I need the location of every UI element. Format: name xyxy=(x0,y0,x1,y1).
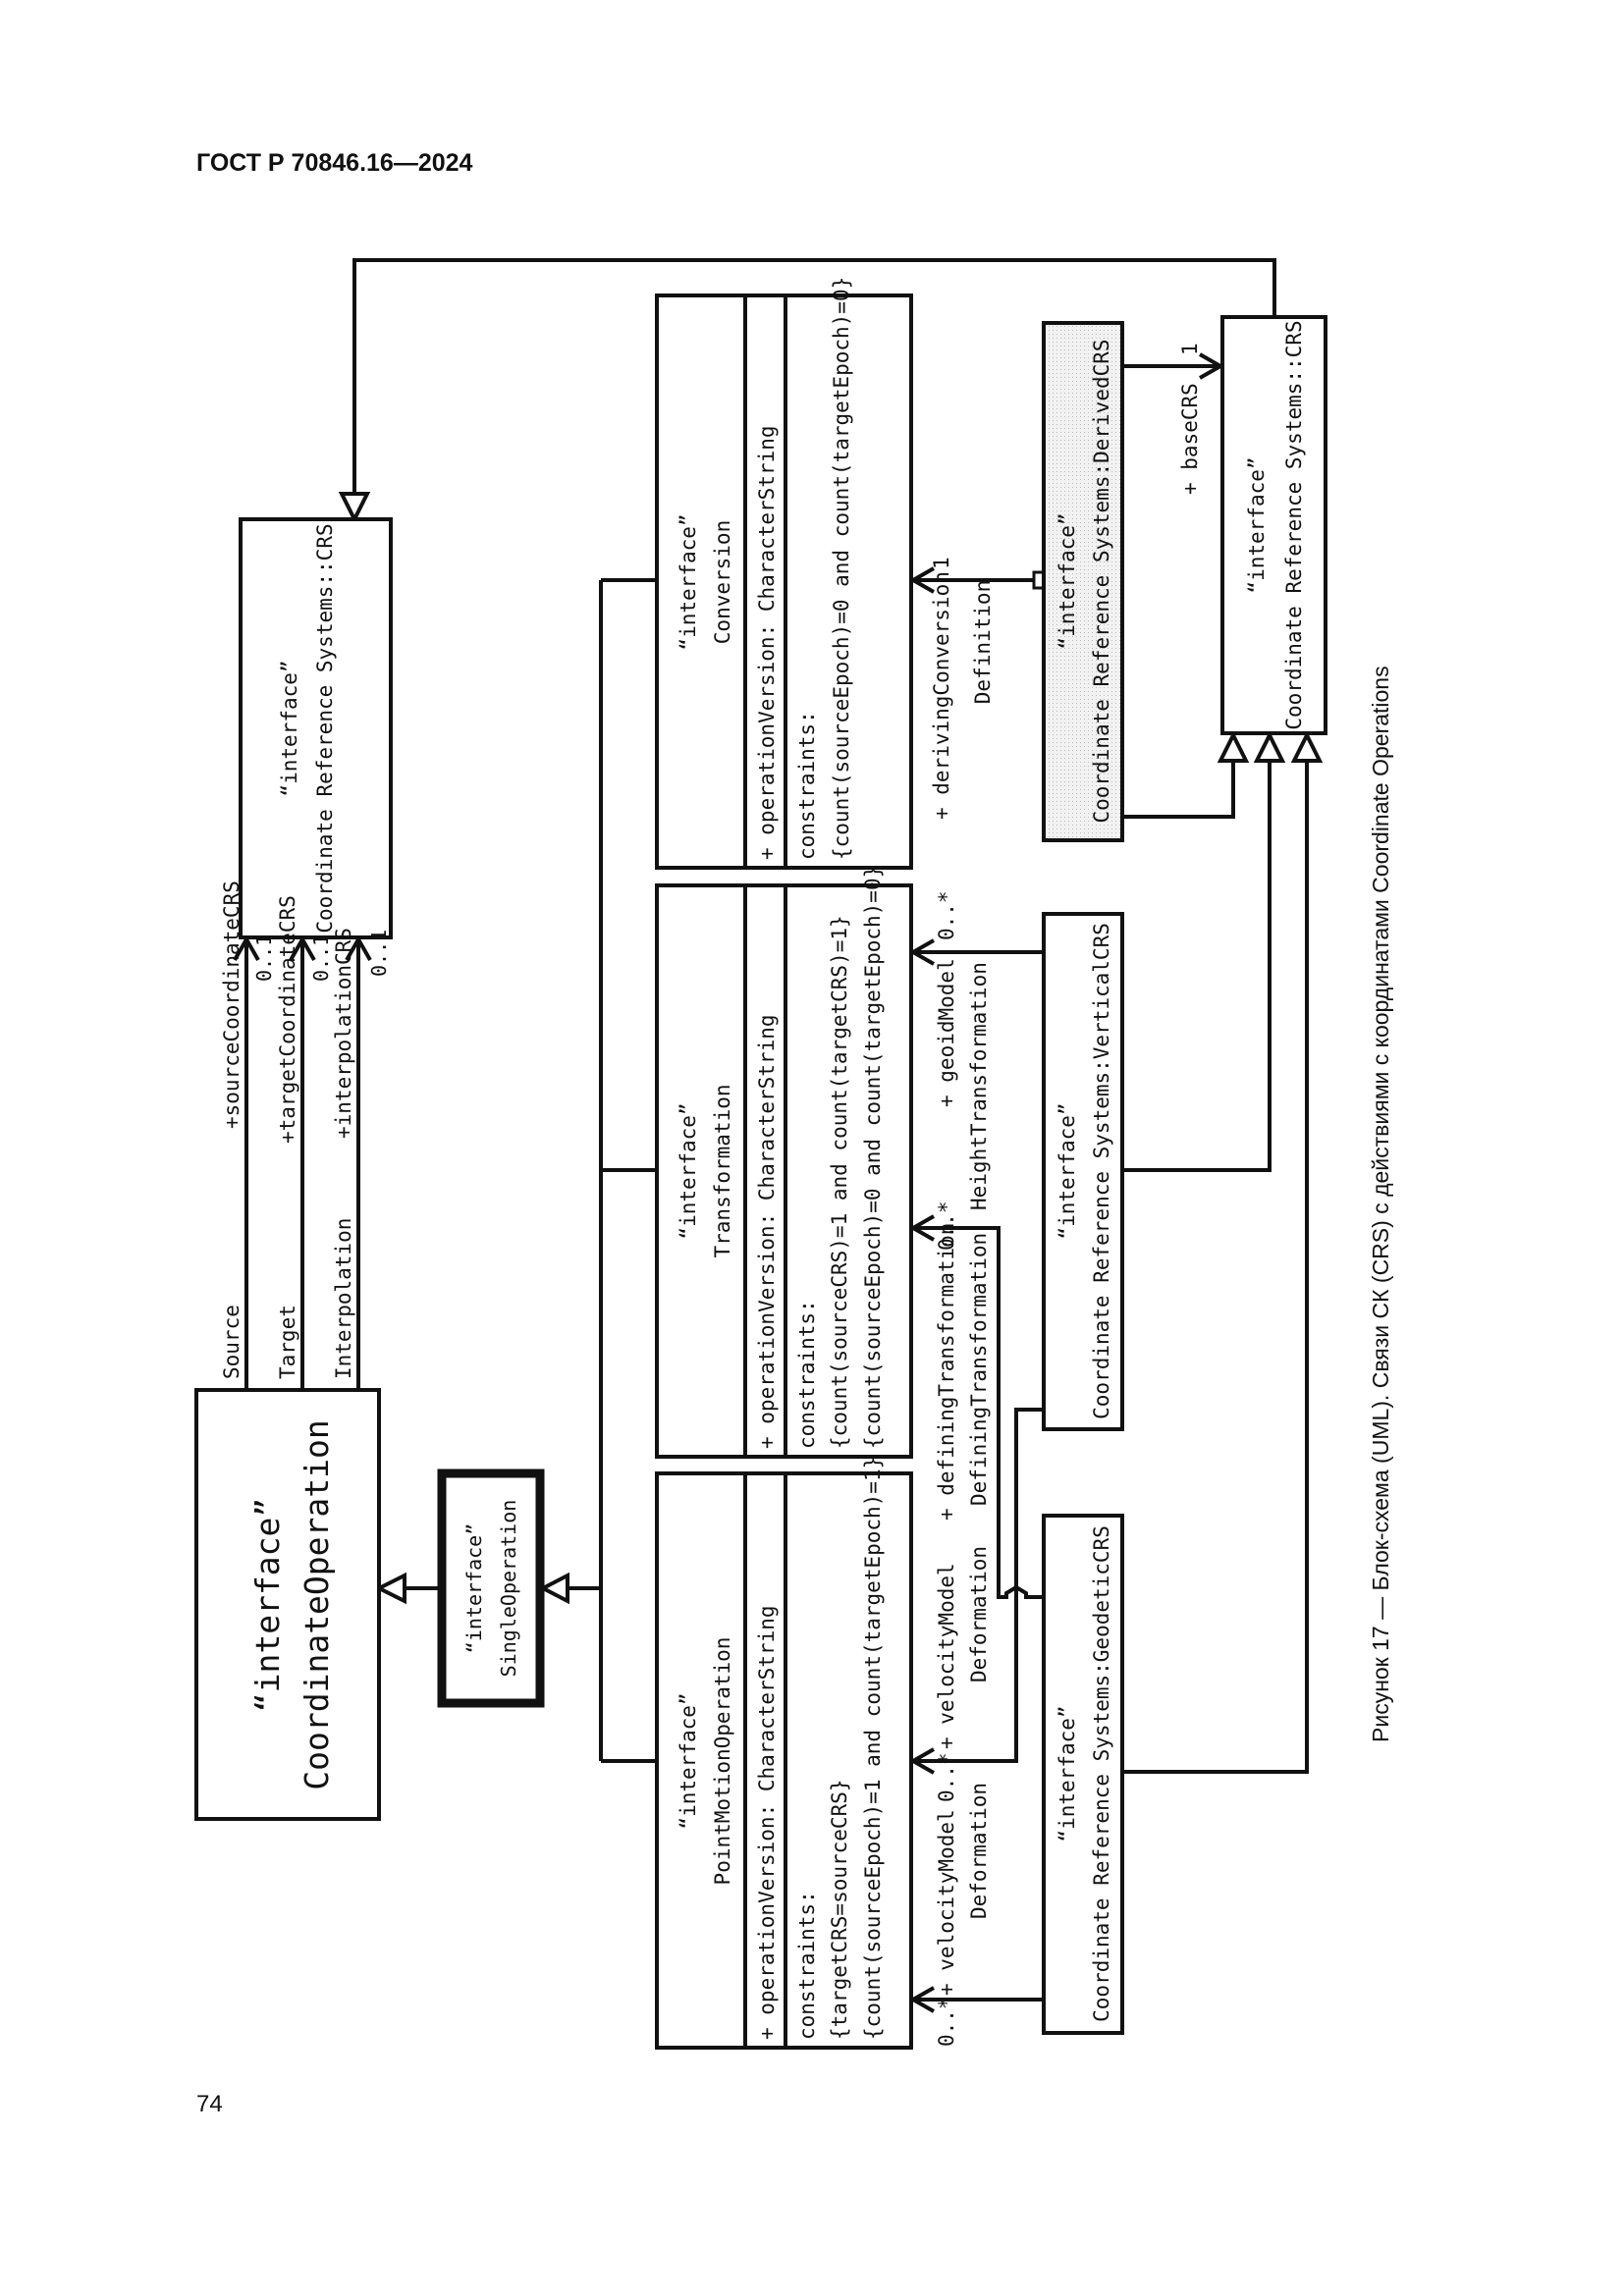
stereotype: “interface” xyxy=(1056,1102,1079,1239)
class-conversion: “interface” Conversion + operationVersio… xyxy=(655,277,913,870)
class-derived-crs: “interface” Coordinate Reference Systems… xyxy=(1042,321,1124,842)
assoc-name: Deformation xyxy=(967,1783,991,1919)
constraint: {count(sourceCRS)=1 and count(targetCRS)… xyxy=(828,915,851,1449)
role-label: +targetCoordinateCRS xyxy=(276,895,299,1144)
loop-crs-to-crs xyxy=(352,258,1276,496)
association-labels: Source +sourceCoordinateCRS 0..1 Target … xyxy=(220,343,1202,2047)
class-name: PointMotionOperation xyxy=(711,1637,734,1886)
role-label: + derivingConversion xyxy=(930,571,953,820)
multiplicity: 1 xyxy=(1178,343,1202,355)
constraint: constraints: xyxy=(795,711,819,860)
class-transformation: “interface” Transformation + operationVe… xyxy=(655,866,913,1459)
assoc-name: Source xyxy=(220,1305,244,1379)
multiplicity: 0..* xyxy=(935,1752,958,1802)
stereotype: “interface” xyxy=(1056,1705,1079,1842)
class-geodetic-crs: “interface” Coordinate Reference Systems… xyxy=(1042,1514,1124,2035)
role-label: + definingTransformation xyxy=(935,1223,958,1521)
stereotype: “interface” xyxy=(677,1102,700,1239)
generalization-arrow xyxy=(1217,730,1250,763)
assoc-name: Interpolation xyxy=(332,1218,355,1379)
attribute: + operationVersion: CharacterString xyxy=(755,425,779,860)
class-name: Conversion xyxy=(711,520,734,644)
assoc-name: Definition xyxy=(971,580,995,704)
stereotype: “interface” xyxy=(1245,456,1269,593)
stereotype: “interface” xyxy=(248,1498,287,1713)
vertical-generalization xyxy=(1122,761,1272,1172)
class-name: Coordinate Reference Systems::CRS xyxy=(313,523,337,933)
class-name: CoordinateOperation xyxy=(298,1419,336,1790)
multiplicity: 0..1 xyxy=(252,934,276,982)
constraint: {count(sourceEpoch)=0 and count(targetEp… xyxy=(861,866,885,1449)
multiplicity: 0..* xyxy=(935,1201,958,1251)
class-single-operation: “interface” SingleOperation xyxy=(437,1468,545,1708)
constraint: {targetCRS=sourceCRS} xyxy=(828,1779,851,2040)
generalization-arrow xyxy=(1253,730,1286,763)
generalization-arrow xyxy=(538,1572,569,1605)
stereotype: “interface” xyxy=(677,513,700,650)
assoc-name: HeightTransformation xyxy=(967,962,991,1210)
generalization-arrow xyxy=(1290,730,1324,763)
class-name: Coordinate Reference Systems:DerivedCRS xyxy=(1090,339,1113,823)
constraint: {count(sourceEpoch)=0 and count(targetEp… xyxy=(830,277,853,860)
role-label: + baseCRS xyxy=(1178,383,1202,495)
multiplicity: 0..1 xyxy=(309,934,333,982)
assoc-name: DefiningTransformation xyxy=(967,1233,991,1506)
role-label: + velocityModel xyxy=(935,1563,958,1749)
class-point-motion-operation: “interface” PointMotionOperation + opera… xyxy=(655,1457,913,2050)
defining-line xyxy=(913,1226,1044,1599)
multiplicity: 0..1 xyxy=(367,930,391,977)
stereotype: “interface” xyxy=(1056,512,1079,649)
stereotype: “interface” xyxy=(677,1692,700,1829)
role-label: + geoidModel xyxy=(935,958,958,1107)
multiplicity: 0..* xyxy=(935,1997,958,2047)
figure-caption: Рисунок 17 — Блок-схема (UML). Связи СК … xyxy=(1368,666,1393,1742)
document-header: ГОСТ Р 70846.16—2024 xyxy=(196,149,473,177)
multiplicity: 1 xyxy=(930,557,953,569)
class-name: Transformation xyxy=(711,1084,734,1257)
attribute: + operationVersion: CharacterString xyxy=(755,1014,779,1449)
generalization-arrow xyxy=(338,492,371,524)
stereotype: “interface” xyxy=(278,660,301,796)
constraint: constraints: xyxy=(795,1891,819,2040)
class-name: Coordinate Reference Systems:GeodeticCRS xyxy=(1090,1525,1113,2022)
derived-generalization xyxy=(1122,761,1235,819)
class-name: Coordinate Reference Systems:VerticalCRS xyxy=(1090,923,1113,1419)
constraint: {count(sourceEpoch)=1 and count(targetEp… xyxy=(861,1457,885,2040)
multiplicity: 0..* xyxy=(935,890,958,940)
class-name: SingleOperation xyxy=(497,1500,520,1678)
assoc-name: Deformation xyxy=(967,1546,991,1682)
geodetic-generalization xyxy=(1122,761,1309,1774)
attribute: + operationVersion: CharacterString xyxy=(755,1605,779,2040)
class-name: Coordinate Reference Systems::CRS xyxy=(1282,320,1306,729)
stereotype: “interface” xyxy=(462,1523,486,1653)
page-number: 74 xyxy=(196,2091,223,2117)
generalization-arrow xyxy=(374,1572,406,1605)
class-crs-top: “interface” Coordinate Reference Systems… xyxy=(239,517,393,939)
role-label: +sourceCoordinateCRS xyxy=(220,881,244,1129)
class-vertical-crs: “interface” Coordinate Reference Systems… xyxy=(1042,912,1124,1431)
class-crs-right: “interface” Coordinate Reference Systems… xyxy=(1220,315,1327,735)
role-label: +interpolationCRS xyxy=(332,928,355,1139)
class-coordinate-operation: “interface” CoordinateOperation xyxy=(194,1388,381,1821)
constraint: constraints: xyxy=(795,1300,819,1449)
role-label: + velocityModel xyxy=(935,1809,958,1996)
assoc-name: Target xyxy=(276,1305,299,1379)
